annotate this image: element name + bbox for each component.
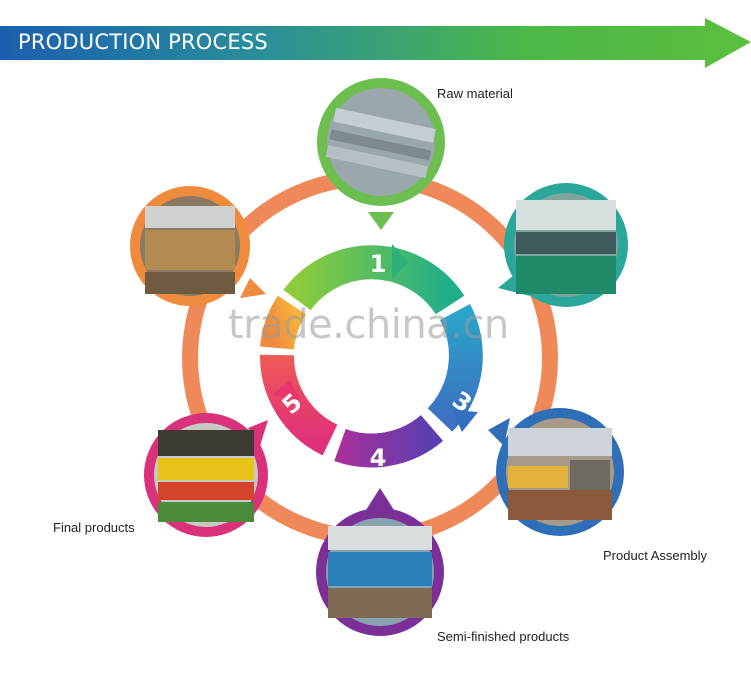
label-raw-material: Raw material — [437, 86, 513, 101]
label-final-products: Final products — [53, 520, 135, 535]
step-number-1: 1 — [370, 250, 387, 278]
label-semi-finished: Semi-finished products — [437, 629, 570, 644]
step-number-4: 4 — [370, 444, 387, 472]
segment-3 — [427, 304, 483, 432]
photo-production-line — [498, 183, 628, 307]
arrow-tip-3 — [452, 410, 478, 432]
arrow-tip-1 — [392, 244, 408, 280]
watermark: trade.china.cn — [228, 302, 509, 348]
arrow-tip-5 — [272, 380, 300, 400]
photo-warehouse — [130, 186, 266, 306]
photo-final-products — [144, 413, 268, 537]
page-title: PRODUCTION PROCESS — [18, 30, 268, 54]
photo-semi-finished — [316, 488, 444, 636]
segment-2 — [260, 295, 307, 351]
inner-ring — [259, 245, 483, 468]
photo-raw-material — [317, 78, 445, 230]
segment-1 — [283, 245, 465, 315]
photo-product-assembly — [488, 408, 624, 536]
segment-4 — [334, 414, 444, 468]
segment-5 — [259, 354, 338, 456]
header-banner — [0, 18, 751, 68]
banner-arrow — [0, 18, 751, 68]
label-product-assembly: Product Assembly — [603, 548, 708, 563]
